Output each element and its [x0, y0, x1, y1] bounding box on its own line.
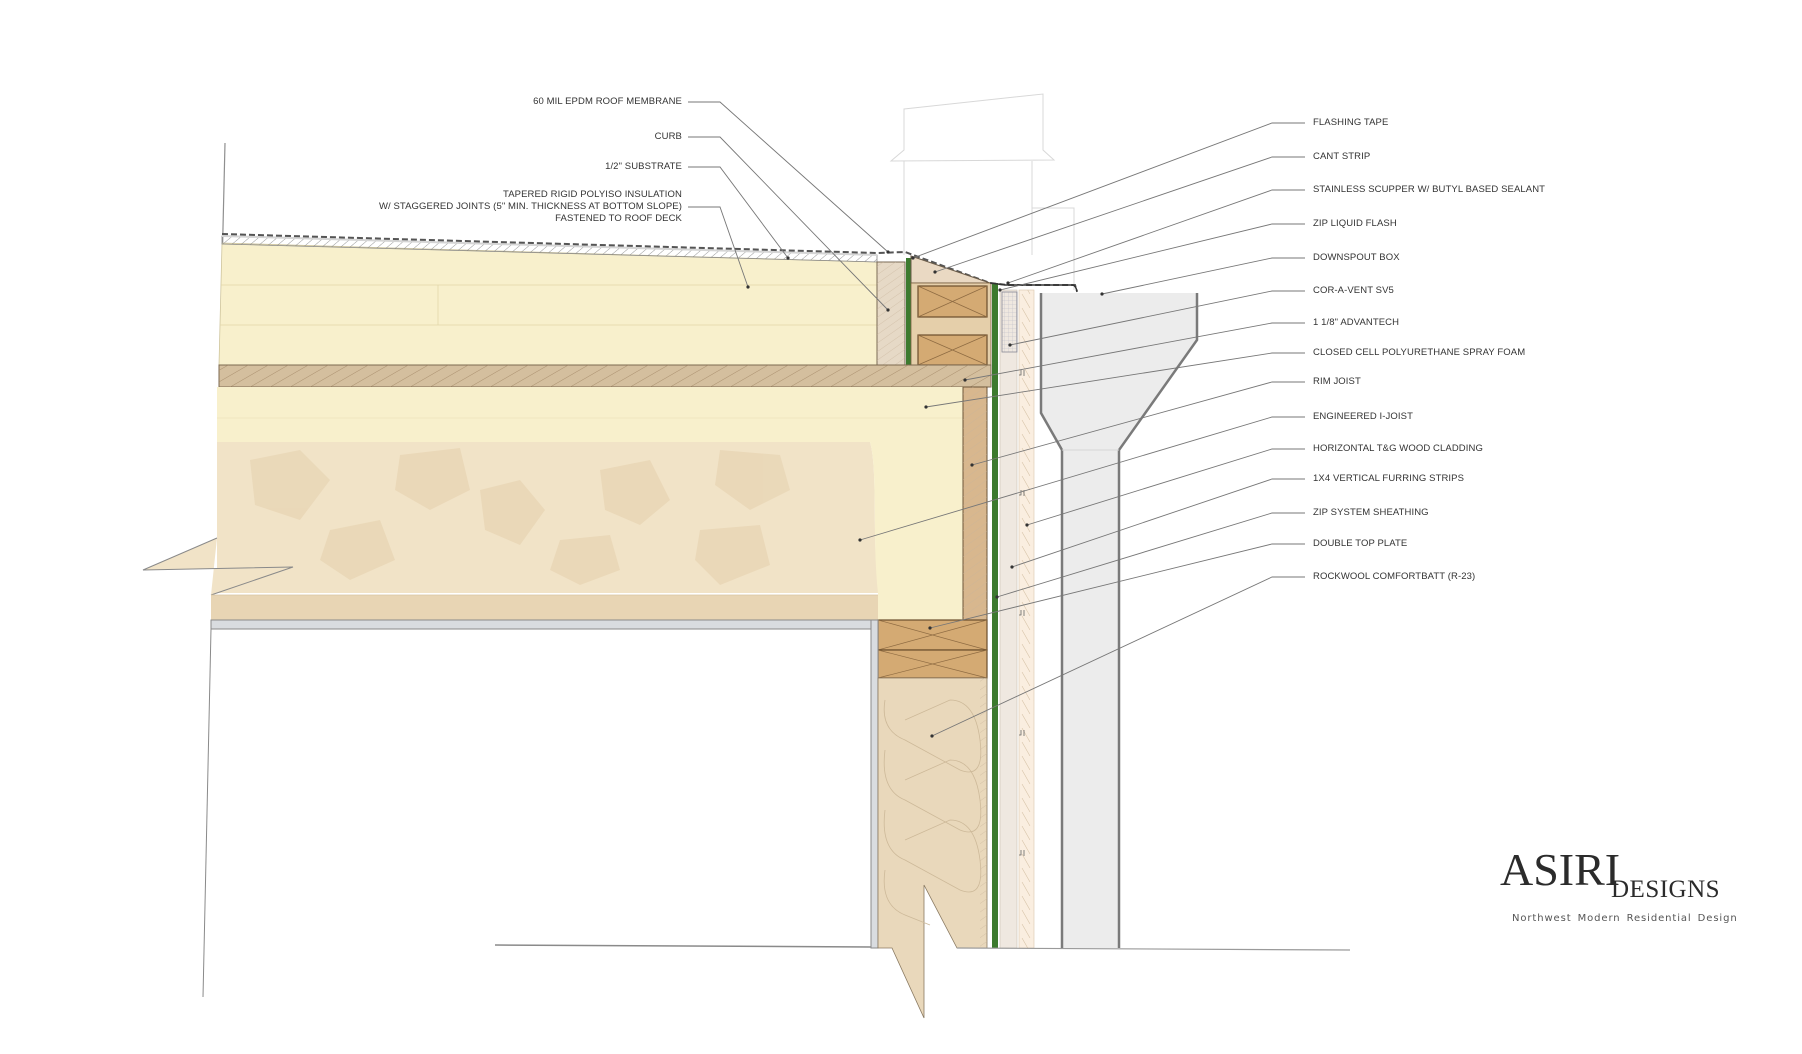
grade-line [956, 947, 1351, 951]
cor-a-vent [1001, 291, 1018, 353]
logo-main-text: ASIRI [1500, 844, 1621, 895]
furring-strip [999, 289, 1018, 949]
parapet-blocking [910, 282, 992, 366]
company-logo: ASIRI DESIGNS Northwest Modern Residenti… [1500, 845, 1760, 935]
label-furring: 1X4 VERTICAL FURRING STRIPS [1313, 473, 1465, 484]
cladding-tg-joints [1019, 370, 1025, 856]
parapet-sheathing [906, 258, 911, 365]
label-text: W/ STAGGERED JOINTS (5" MIN. THICKNESS A… [378, 201, 682, 212]
label-rockwool: ROCKWOOL COMFORTBATT (R-23) [1313, 571, 1476, 582]
rockwool-batt [877, 677, 988, 1019]
double-top-plate [877, 619, 988, 679]
left-interior-line [202, 628, 212, 998]
label-cor-a-vent: COR-A-VENT SV5 [1313, 285, 1394, 296]
label-cladding: HORIZONTAL T&G WOOD CLADDING [1313, 443, 1483, 454]
spray-foam [217, 442, 963, 620]
label-epdm: 60 MIL EPDM ROOF MEMBRANE [533, 96, 682, 108]
zip-sheathing-shape [992, 283, 998, 948]
label-zip-liquid-flash: ZIP LIQUID FLASH [1313, 218, 1397, 229]
label-curb: CURB [655, 131, 682, 143]
label-text: FASTENED TO ROOF DECK [555, 213, 682, 224]
label-polyiso: TAPERED RIGID POLYISO INSULATION W/ STAG… [379, 189, 682, 225]
cant-strip-shape [910, 255, 991, 284]
label-flashing-tape: FLASHING TAPE [1313, 117, 1389, 128]
label-cant-strip: CANT STRIP [1313, 151, 1371, 162]
label-substrate: 1/2" SUBSTRATE [605, 161, 682, 173]
label-top-plate: DOUBLE TOP PLATE [1313, 538, 1408, 549]
label-text: TAPERED RIGID POLYISO INSULATION [503, 189, 682, 200]
roof-substrate-membrane [221, 233, 1078, 292]
leader-lines-right [859, 122, 1305, 737]
label-scupper: STAINLESS SCUPPER W/ BUTYL BASED SEALANT [1313, 184, 1546, 195]
interior-wall-gypsum [870, 619, 879, 949]
label-advantech: 1 1/8" ADVANTECH [1313, 317, 1400, 328]
label-text: CURB [654, 131, 682, 142]
label-downspout-box: DOWNSPOUT BOX [1313, 252, 1400, 263]
ijoist-flange-zone [217, 387, 963, 442]
ijoist-bottom-flange [211, 595, 878, 620]
polyiso-insulation [218, 242, 878, 366]
floor-line [494, 944, 872, 948]
leader-dots-left [746, 250, 890, 312]
leader-dots-right [858, 256, 1104, 738]
label-i-joist: ENGINEERED I-JOIST [1313, 411, 1413, 422]
label-text: 60 MIL EPDM ROOF MEMBRANE [533, 96, 682, 107]
leader-lines-left [688, 101, 889, 311]
scupper-flashing [989, 282, 1078, 293]
logo-sub-text: DESIGNS [1611, 876, 1721, 903]
label-rim-joist: RIM JOIST [1313, 376, 1361, 387]
label-text: 1/2" SUBSTRATE [605, 161, 682, 172]
downspout-box-shape [1039, 293, 1199, 948]
gypsum-ceiling [210, 619, 872, 630]
label-spray-foam: CLOSED CELL POLYURETHANE SPRAY FOAM [1313, 347, 1526, 358]
label-zip-sheathing: ZIP SYSTEM SHEATHING [1313, 507, 1429, 518]
logo-tagline: Northwest Modern Residential Design [1512, 913, 1738, 924]
